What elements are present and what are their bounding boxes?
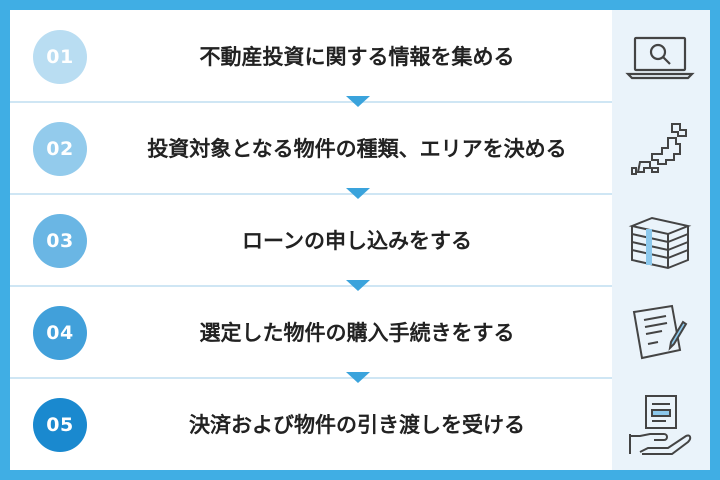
step-label: 選定した物件の購入手続きをする <box>199 321 515 345</box>
document-hand-icon <box>622 386 698 462</box>
down-arrow-icon <box>346 280 370 291</box>
step-number-badge: 03 <box>33 214 87 268</box>
step-01: 01 不動産投資に関する情報を集める <box>10 10 710 102</box>
step-05: 05 決済および物件の引き渡しを受ける <box>10 378 710 470</box>
step-label: ローンの申し込みをする <box>242 229 472 253</box>
down-arrow-icon <box>346 188 370 199</box>
step-divider <box>10 285 612 287</box>
flow-frame: 01 不動産投資に関する情報を集める 02 投資対象となる物件の種類、エリアを決… <box>10 10 710 470</box>
down-arrow-icon <box>346 372 370 383</box>
step-label: 決済および物件の引き渡しを受ける <box>189 413 525 437</box>
step-number-badge: 05 <box>33 398 87 452</box>
step-divider <box>10 377 612 379</box>
step-02: 02 投資対象となる物件の種類、エリアを決める <box>10 102 710 194</box>
contract-pen-icon <box>622 294 698 370</box>
step-04: 04 選定した物件の購入手続きをする <box>10 286 710 378</box>
step-number-badge: 02 <box>33 122 87 176</box>
money-stack-icon <box>622 202 698 278</box>
step-number-badge: 01 <box>33 30 87 84</box>
step-divider <box>10 193 612 195</box>
laptop-search-icon <box>622 18 698 94</box>
step-03: 03 ローンの申し込みをする <box>10 194 710 286</box>
step-label: 投資対象となる物件の種類、エリアを決める <box>147 137 567 161</box>
step-label: 不動産投資に関する情報を集める <box>199 45 515 69</box>
step-number-badge: 04 <box>33 306 87 360</box>
down-arrow-icon <box>346 96 370 107</box>
japan-map-icon <box>622 110 698 186</box>
step-divider <box>10 101 612 103</box>
